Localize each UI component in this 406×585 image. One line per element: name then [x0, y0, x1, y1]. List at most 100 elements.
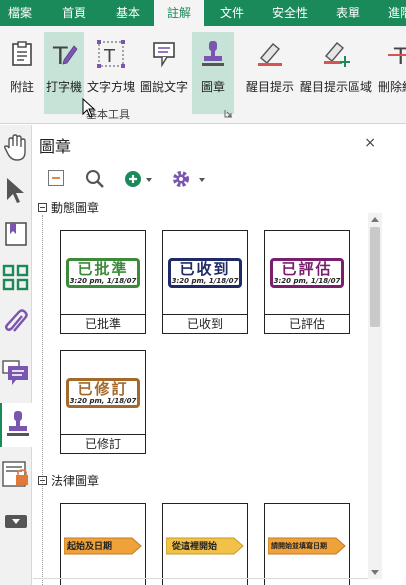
gear-dropdown-icon[interactable]: [171, 169, 207, 189]
collapse-toggle-icon[interactable]: [38, 203, 47, 212]
note-button[interactable]: 附註: [4, 32, 40, 114]
hand-icon: [3, 134, 26, 161]
stamp-card-received[interactable]: 已收到 3:20 pm, 1/18/07 已收到: [162, 230, 248, 334]
callout-icon: [153, 42, 175, 68]
tab-security[interactable]: 安全性: [271, 6, 308, 20]
stamp-card-sign-here[interactable]: 從這裡開始: [162, 503, 248, 585]
strikethrough-icon: T: [388, 45, 406, 68]
stamp-caption: 已收到: [163, 314, 247, 333]
stamp-preview-text: 已評估: [281, 260, 333, 278]
tab-home[interactable]: 首頁: [61, 6, 86, 20]
stamp-button[interactable]: 圖章: [192, 32, 234, 114]
stamp-card-start-and-date[interactable]: 請開始並填寫日期: [264, 503, 350, 585]
typewriter-icon: T: [52, 42, 78, 68]
stamp-preview-date: 3:20 pm, 1/18/07: [273, 277, 341, 285]
bookmark-icon: [5, 222, 27, 246]
section-title: 法律圖章: [51, 474, 100, 488]
collapse-toggle-icon[interactable]: [38, 476, 47, 485]
arrow-stamp-text: 起始及日期: [67, 542, 113, 552]
highlight-area-label: 醒目提示區域: [299, 80, 372, 94]
stamp-preview-date: 3:20 pm, 1/18/07: [171, 277, 239, 285]
scroll-down-arrow-icon[interactable]: [371, 570, 379, 575]
section-header-legal-stamps[interactable]: 法律圖章: [38, 472, 99, 489]
tab-file[interactable]: 檔案: [7, 6, 32, 20]
thumbnails-tool[interactable]: [0, 257, 32, 301]
arrow-shape: [64, 537, 142, 555]
add-stamp-dropdown-icon[interactable]: [124, 169, 154, 189]
stamp-card-reviewed[interactable]: 已評估 3:20 pm, 1/18/07 已評估: [264, 230, 350, 334]
chevron-down-icon: [5, 515, 27, 528]
mouse-cursor-icon: [82, 98, 96, 118]
thumbnails-icon: [2, 264, 29, 291]
left-tool-strip: [0, 125, 32, 585]
stamp-label: 圖章: [200, 80, 225, 94]
dialog-launcher-icon[interactable]: [224, 109, 233, 118]
stamps-panel-tool[interactable]: [0, 403, 32, 447]
stamp-card-revised[interactable]: 已修訂 3:20 pm, 1/18/07 已修訂: [60, 350, 146, 454]
svg-text:T: T: [103, 46, 116, 67]
stamp-preview: 已批準 3:20 pm, 1/18/07: [66, 258, 140, 288]
callout-button[interactable]: 圖說文字: [138, 32, 190, 114]
search-icon[interactable]: [85, 169, 105, 189]
section-title: 動態圖章: [51, 201, 100, 215]
bookmark-tool[interactable]: [0, 213, 32, 257]
stamp-preview: 已評估 3:20 pm, 1/18/07: [270, 258, 344, 288]
typewriter-button[interactable]: T 打字機: [44, 32, 84, 114]
stamp-icon: [202, 41, 224, 66]
stamp-preview-text: 已批準: [77, 260, 129, 278]
paperclip-icon: [5, 309, 28, 332]
scroll-thumb[interactable]: [370, 227, 380, 327]
strikethrough-label: 刪除線: [378, 80, 406, 94]
stamp-preview-date: 3:20 pm, 1/18/07: [69, 397, 137, 405]
panel-title: 圖章: [39, 137, 72, 156]
textbox-button[interactable]: T 文字方塊: [86, 32, 136, 114]
stamp-preview: 已修訂 3:20 pm, 1/18/07: [66, 378, 140, 408]
security-tool[interactable]: [0, 453, 32, 497]
group-label-basic-tools: 基本工具: [86, 108, 130, 121]
ribbon: 附註 T 打字機 T 文字方塊 圖說文字: [0, 26, 406, 124]
highlight-area-icon: [324, 42, 350, 67]
more-tools-dropdown[interactable]: [0, 501, 32, 545]
highlight-button[interactable]: 醒目提示: [244, 32, 296, 114]
strikethrough-button[interactable]: T 刪除線: [376, 32, 406, 114]
stamp-preview-text: 已修訂: [77, 380, 129, 398]
svg-text:T: T: [52, 42, 68, 68]
tab-forms[interactable]: 表單: [335, 6, 360, 20]
tree-guide-line: [42, 215, 43, 585]
arrow-stamp-text: 從這裡開始: [172, 542, 218, 552]
arrow-shape: [268, 537, 346, 555]
svg-text:T: T: [393, 45, 406, 68]
section-header-dynamic-stamps[interactable]: 動態圖章: [38, 199, 99, 216]
stamp-card-approved[interactable]: 已批準 3:20 pm, 1/18/07 已批準: [60, 230, 146, 334]
tab-basic[interactable]: 基本: [115, 6, 140, 20]
arrow-stamp-preview: 從這裡開始: [166, 537, 244, 555]
scroll-up-arrow-icon[interactable]: [371, 217, 379, 222]
highlight-icon: [258, 43, 282, 66]
tab-document[interactable]: 文件: [219, 6, 244, 20]
comments-tool[interactable]: [0, 353, 32, 397]
vertical-scrollbar[interactable]: [368, 213, 382, 579]
tab-annotation[interactable]: 註解: [154, 0, 204, 28]
arrow-stamp-preview: 起始及日期: [64, 537, 142, 555]
stamp-icon: [7, 411, 29, 436]
textbox-label: 文字方塊: [86, 80, 135, 94]
arrow-stamp-preview: 請開始並填寫日期: [268, 537, 346, 555]
arrow-shape: [166, 537, 244, 555]
tab-advanced[interactable]: 進階: [387, 6, 406, 20]
stamp-caption: 已修訂: [61, 434, 145, 453]
highlight-area-button[interactable]: 醒目提示區域: [298, 32, 374, 114]
arrow-stamp-text: 請開始並填寫日期: [271, 542, 327, 550]
panel-close-button[interactable]: ×: [364, 135, 376, 151]
collapse-all-icon[interactable]: [47, 169, 65, 187]
attachment-tool[interactable]: [0, 301, 32, 345]
highlight-label: 醒目提示: [245, 80, 294, 94]
callout-label: 圖說文字: [139, 80, 188, 94]
select-tool[interactable]: [0, 169, 32, 213]
pointer-arrow-icon: [7, 178, 24, 203]
stamp-card-initial-and-date[interactable]: 起始及日期: [60, 503, 146, 585]
note-label: 附註: [9, 80, 34, 94]
hand-tool[interactable]: [0, 127, 32, 171]
comments-icon: [2, 360, 28, 385]
typewriter-label: 打字機: [45, 80, 82, 94]
menu-bar: 檔案 首頁 基本 註解 文件 安全性 表單 進階: [0, 0, 406, 28]
